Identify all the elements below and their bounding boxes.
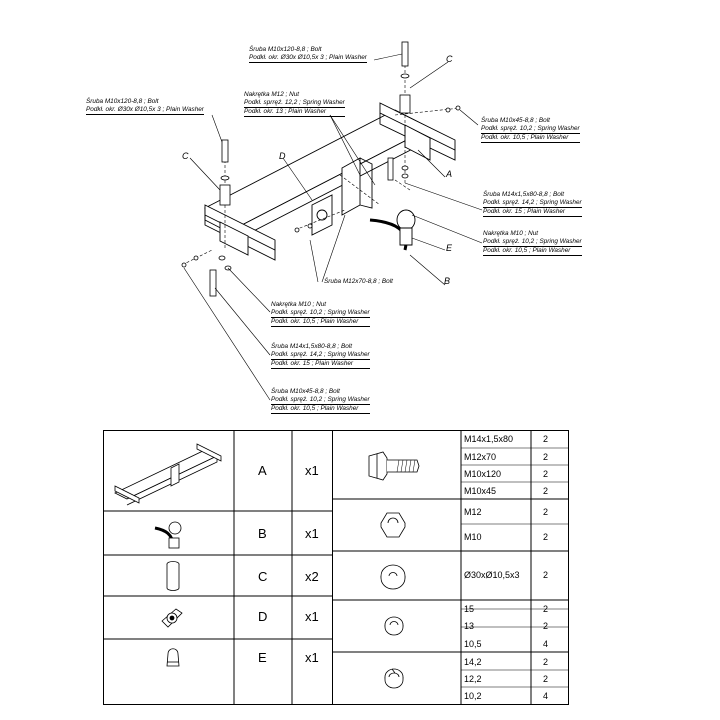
callout-nut-m10-bottom: Nakrętka M10 ; Nut Podkł. spręż. 10,2 ; … — [271, 301, 370, 327]
hw-count: 2 — [543, 621, 549, 631]
assembly-drawing — [181, 41, 483, 401]
hw-count: 2 — [543, 657, 549, 667]
callout-bolt-m10x120-top: Śruba M10x120-8,8 ; Bolt Podkł. okr. Ø30… — [249, 46, 367, 63]
ball-neck-icon — [154, 521, 182, 549]
callout-bolt-m14-right: Śruba M14x1,5x80-8,8 ; Bolt Podkł. spręż… — [483, 191, 582, 217]
hw-spec: 10,5 — [464, 639, 482, 649]
hw-count: 4 — [543, 639, 549, 649]
part-letter-a: A — [258, 463, 267, 478]
part-qty-c: x2 — [305, 569, 319, 584]
crossbar-icon — [114, 443, 222, 506]
nut-icon — [380, 512, 406, 538]
table-grid — [103, 430, 569, 705]
hw-spec: 12,2 — [464, 674, 482, 684]
callout-bolt-m10x120-left: Śruba M10x120-8,8 ; Bolt Podkł. okr. Ø30… — [86, 98, 204, 115]
hw-spec: 10,2 — [464, 691, 482, 701]
hw-count: 2 — [543, 674, 549, 684]
hw-spec: 13 — [464, 621, 475, 631]
hw-spec: M14x1,5x80 — [464, 434, 514, 444]
part-letter-d: D — [258, 609, 268, 624]
hw-count: 2 — [543, 434, 549, 444]
hw-spec: 14,2 — [464, 657, 482, 667]
crossbar-drawing — [204, 102, 456, 261]
callout-bolt-m12x70: Śruba M12x70-8,8 ; Bolt — [324, 278, 393, 285]
hw-count: 2 — [543, 469, 549, 479]
hw-count: 2 — [543, 532, 549, 542]
part-label-a: A — [446, 169, 453, 179]
part-qty-e: x1 — [305, 650, 319, 665]
spring-washer-icon — [384, 668, 404, 689]
callout-nut-m12: Nakrętka M12 ; Nut Podkł. sprręż. 12,2 ;… — [244, 91, 345, 117]
callout-bolt-m14-bottom: Śruba M14x1,5x80-8,8 ; Bolt Podkł. spręż… — [271, 343, 370, 369]
socket-plate-icon — [161, 608, 183, 628]
part-label-c-left: C — [182, 151, 189, 161]
part-qty-d: x1 — [305, 609, 319, 624]
spacer-sleeve-icon — [166, 561, 180, 591]
hw-spec: M12 — [464, 507, 482, 517]
hw-count: 2 — [543, 486, 549, 496]
hw-spec: 15 — [464, 604, 475, 614]
ball-cap-icon — [166, 648, 180, 667]
plain-washer-icon — [384, 616, 404, 636]
part-letter-b: B — [258, 526, 267, 541]
hw-count: 2 — [543, 570, 549, 580]
hw-spec: M10x45 — [464, 486, 497, 496]
hw-spec: M10 — [464, 532, 482, 542]
parts-list-table: A x1 B x1 C x2 D x1 E x1 M14x1, — [103, 430, 573, 705]
callout-nut-m10-right: Nakrętka M10 ; Nut Podkł. spręż. 10,2 ; … — [483, 230, 582, 256]
part-letter-c: C — [258, 569, 268, 584]
part-label-c-top: C — [446, 54, 453, 64]
part-label-b: B — [444, 276, 451, 286]
part-label-d: D — [279, 151, 286, 161]
part-label-e: E — [446, 243, 453, 253]
large-washer-icon — [380, 564, 406, 590]
part-qty-b: x1 — [305, 526, 319, 541]
hw-spec: M10x120 — [464, 469, 502, 479]
hw-count: 2 — [543, 507, 549, 517]
part-qty-a: x1 — [305, 463, 319, 478]
part-letter-e: E — [258, 650, 267, 665]
bolt-icon — [368, 451, 420, 481]
exploded-assembly-diagram: Śruba M10x120-8,8 ; Bolt Podkł. okr. Ø30… — [86, 41, 582, 414]
hw-count: 4 — [543, 691, 549, 701]
hw-spec: Ø30xØ10,5x3 — [464, 570, 520, 580]
callout-bolt-m10x45-right: Śruba M10x45-8,8 ; Bolt Podkł. spręż. 10… — [481, 117, 580, 143]
hw-count: 2 — [543, 452, 549, 462]
hw-count: 2 — [543, 604, 549, 614]
hw-spec: M12x70 — [464, 452, 497, 462]
callout-bolt-m10x45-bottom: Śruba M10x45-8,8 ; Bolt Podkł. spręż. 10… — [271, 388, 370, 414]
